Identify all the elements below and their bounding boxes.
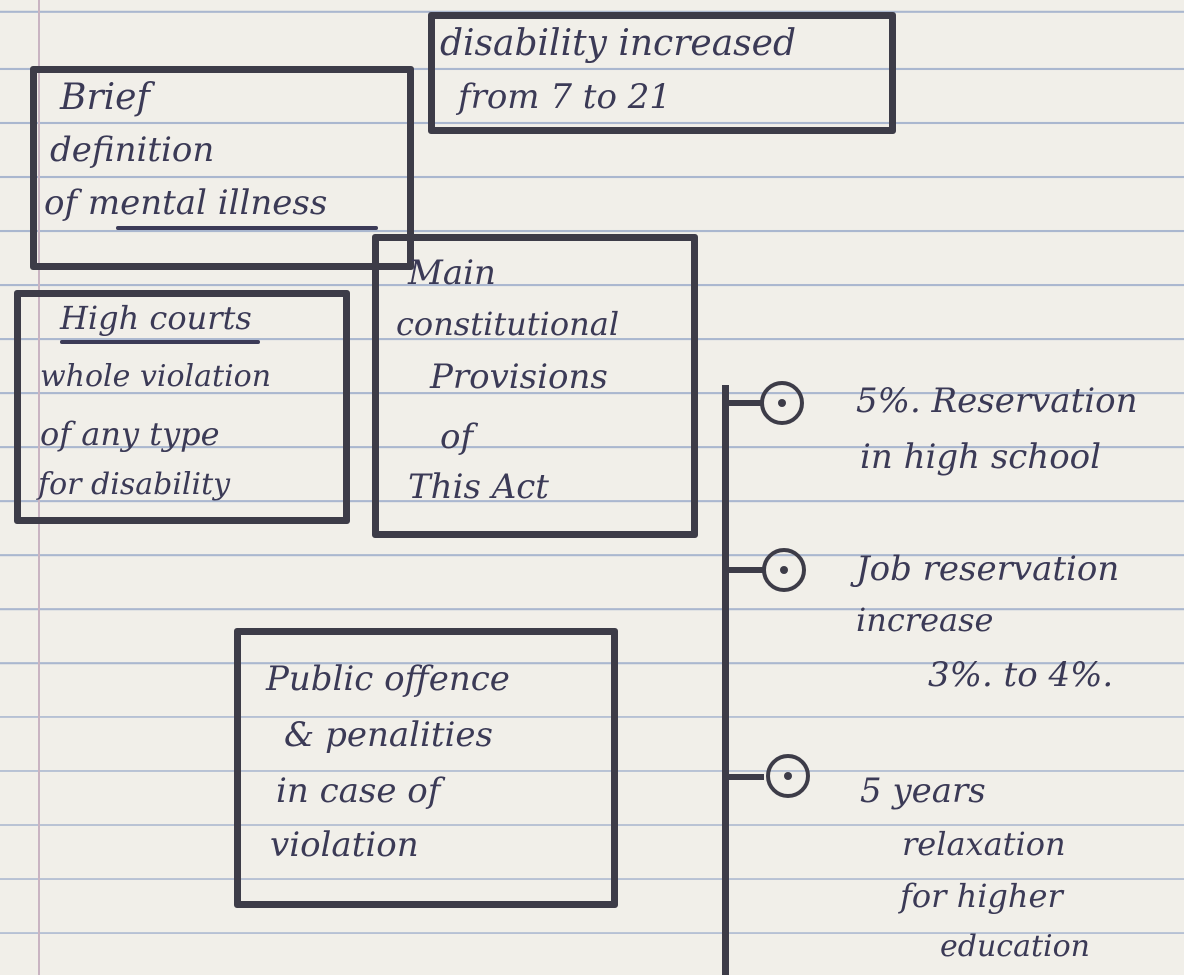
offence-line-3: in case of bbox=[276, 771, 441, 811]
courts-line-3: of any type bbox=[40, 415, 220, 453]
provision-2-line-2: increase bbox=[856, 601, 994, 639]
high-courts-box bbox=[14, 290, 350, 524]
provision-2-line-3: 3%. to 4%. bbox=[928, 655, 1114, 695]
definition-line-3: of mental illness bbox=[44, 183, 328, 223]
offence-line-4: violation bbox=[270, 825, 419, 865]
definition-line-2: definition bbox=[50, 130, 215, 170]
main-line-3: Provisions bbox=[430, 357, 608, 397]
main-provisions-box bbox=[372, 234, 698, 538]
offence-line-1: Public offence bbox=[266, 659, 510, 699]
provision-3-line-3: for higher bbox=[900, 877, 1063, 915]
main-line-2: constitutional bbox=[396, 305, 620, 343]
disability-line-1: disability increased bbox=[440, 23, 796, 64]
provision-branch-1 bbox=[726, 400, 764, 406]
high-courts-underline bbox=[60, 340, 260, 344]
main-line-5: This Act bbox=[408, 467, 549, 507]
bullet-circle-icon bbox=[766, 754, 810, 798]
provision-3-line-2: relaxation bbox=[902, 825, 1066, 863]
bullet-circle-icon bbox=[760, 381, 804, 425]
definition-box bbox=[30, 66, 414, 270]
courts-line-2: whole violation bbox=[40, 359, 272, 394]
offence-line-2: & penalities bbox=[284, 715, 493, 755]
provision-2-line-1: Job reservation bbox=[856, 549, 1120, 589]
main-line-1: Main bbox=[408, 253, 496, 293]
notebook-margin-line bbox=[38, 0, 40, 975]
provision-1-line-2: in high school bbox=[860, 437, 1102, 477]
public-offence-box bbox=[234, 628, 618, 908]
mental-illness-underline bbox=[116, 226, 378, 230]
disability-box bbox=[428, 12, 896, 134]
provision-1-line-1: 5%. Reservation bbox=[856, 381, 1138, 421]
provision-branch-2 bbox=[726, 567, 764, 573]
disability-line-2: from 7 to 21 bbox=[458, 77, 671, 117]
main-line-4: of bbox=[440, 417, 474, 457]
provision-branch-3 bbox=[726, 774, 764, 780]
courts-line-1: High courts bbox=[60, 299, 252, 337]
provisions-trunk-line bbox=[722, 385, 729, 975]
provision-3-line-1: 5 years bbox=[860, 771, 986, 811]
definition-line-1: Brief bbox=[60, 77, 150, 118]
courts-line-4: for disability bbox=[38, 467, 231, 502]
provision-3-line-4: education bbox=[940, 929, 1090, 964]
bullet-circle-icon bbox=[762, 548, 806, 592]
